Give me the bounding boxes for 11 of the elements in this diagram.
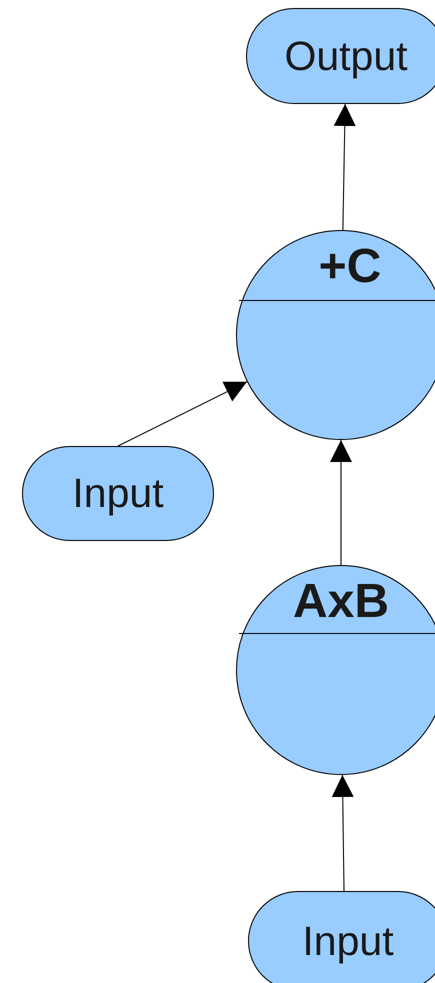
- node-label: AxB: [292, 574, 390, 629]
- node-label: +C: [318, 239, 382, 294]
- node-label: Input: [72, 470, 164, 517]
- terminal-shape: [248, 891, 435, 983]
- arrow: [330, 440, 352, 566]
- arrow: [332, 774, 354, 892]
- arrow: [334, 104, 356, 231]
- node-label: Input: [302, 918, 394, 964]
- node-label: Output: [284, 32, 408, 80]
- arrow: [118, 381, 248, 446]
- terminal-shape: [246, 8, 435, 104]
